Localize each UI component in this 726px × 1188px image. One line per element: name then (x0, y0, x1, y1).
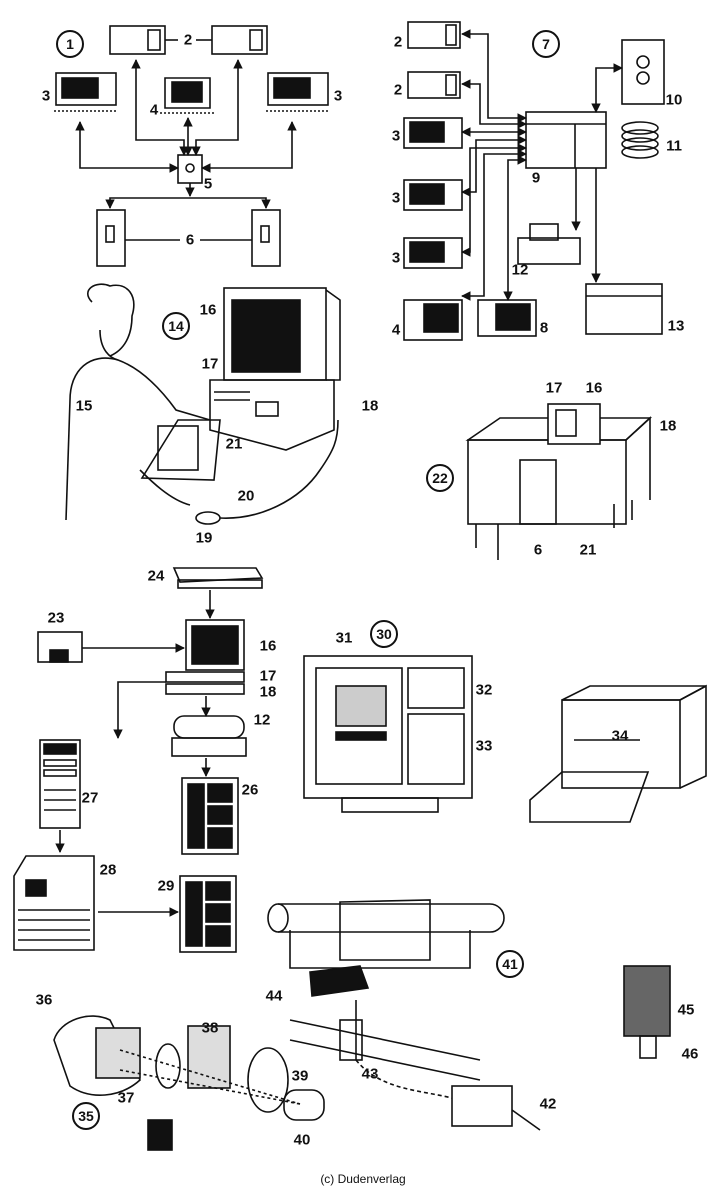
drum-scanner-41 (267, 899, 541, 1131)
label: 36 (35, 991, 53, 1009)
label: 39 (291, 1067, 309, 1085)
label: 28 (99, 861, 117, 879)
label: 6 (533, 541, 543, 559)
label: 19 (195, 529, 213, 547)
label: 2 (393, 33, 403, 51)
label: 3 (391, 189, 401, 207)
network-diagram-1 (54, 25, 330, 267)
label: 4 (391, 321, 401, 339)
label: 42 (539, 1095, 557, 1113)
label: 21 (225, 435, 243, 453)
label: 20 (237, 487, 255, 505)
label: 29 (157, 877, 175, 895)
label: 16 (199, 301, 217, 319)
label: 40 (293, 1131, 311, 1149)
label: 2 (183, 31, 193, 49)
label: 12 (511, 261, 529, 279)
label: 3 (333, 87, 343, 105)
group-number-7: 7 (532, 30, 560, 58)
label: 10 (665, 91, 683, 109)
group-number-22: 22 (426, 464, 454, 492)
label: 13 (667, 317, 685, 335)
label: 18 (361, 397, 379, 415)
label: 45 (677, 1001, 695, 1019)
label: 38 (201, 1019, 219, 1037)
label: 26 (241, 781, 259, 799)
label: 32 (475, 681, 493, 699)
layout-monitor-30 (303, 655, 473, 813)
label: 33 (475, 737, 493, 755)
label: 18 (259, 683, 277, 701)
label: 44 (265, 987, 283, 1005)
label: 6 (185, 231, 195, 249)
label: 16 (259, 637, 277, 655)
group-number-14: 14 (162, 312, 190, 340)
label: 17 (259, 667, 277, 685)
group-number-41: 41 (496, 950, 524, 978)
group-number-35: 35 (72, 1102, 100, 1130)
handheld-scanner-45 (623, 965, 671, 1059)
label: 37 (117, 1089, 135, 1107)
label: 16 (585, 379, 603, 397)
console-desk-22 (465, 403, 653, 560)
label: 2 (393, 81, 403, 99)
optics-diagram-35 (53, 1015, 325, 1151)
label: 15 (75, 397, 93, 415)
label: 17 (545, 379, 563, 397)
label: 3 (391, 127, 401, 145)
label: 17 (201, 355, 219, 373)
label: 11 (666, 137, 682, 155)
label: 9 (531, 169, 541, 187)
label: 12 (253, 711, 271, 729)
label: 21 (579, 541, 597, 559)
label: 31 (335, 629, 353, 647)
group-number-1: 1 (56, 30, 84, 58)
credit-line: (c) Dudenverlag (320, 1172, 406, 1186)
label: 46 (681, 1045, 699, 1063)
label: 34 (611, 727, 629, 745)
phototypesetter-34 (529, 684, 707, 823)
label: 43 (361, 1065, 379, 1083)
workstation-scene-14 (65, 283, 341, 525)
mainframe-diagram-7 (403, 21, 665, 341)
label: 3 (391, 249, 401, 267)
label: 18 (659, 417, 677, 435)
label: 27 (81, 789, 99, 807)
desktop-publishing-flow (13, 567, 264, 953)
label: 3 (41, 87, 51, 105)
label: 23 (47, 609, 65, 627)
label: 24 (147, 567, 165, 585)
label: 5 (203, 175, 213, 193)
label: 4 (149, 101, 159, 119)
label: 8 (539, 319, 549, 337)
group-number-30: 30 (370, 620, 398, 648)
